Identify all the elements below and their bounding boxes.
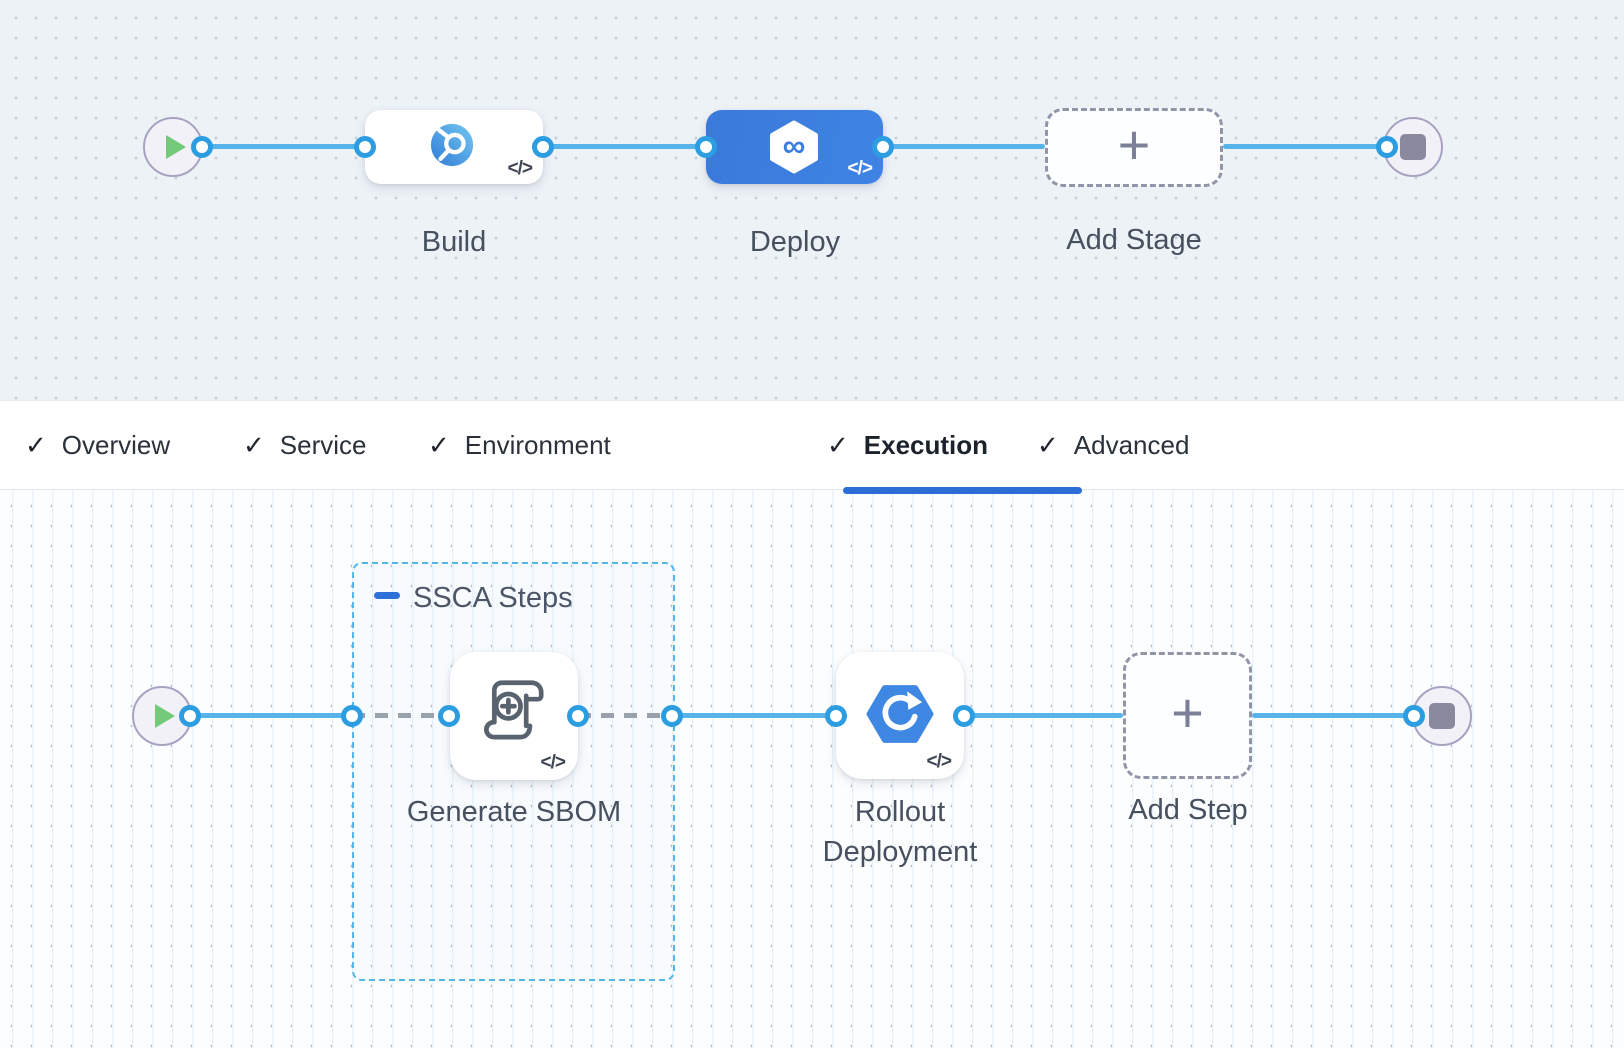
link-port[interactable]: [1403, 705, 1425, 727]
link-port[interactable]: [438, 705, 460, 727]
link-port[interactable]: [825, 705, 847, 727]
play-icon: [166, 135, 186, 159]
tab-label: Environment: [464, 429, 611, 460]
link-port[interactable]: [532, 136, 554, 158]
ci-build-icon: [429, 122, 475, 173]
stage-node-build[interactable]: </>: [365, 110, 543, 184]
tab-advanced[interactable]: ✓ Advanced: [1037, 401, 1189, 489]
link-port[interactable]: [191, 136, 213, 158]
code-icon[interactable]: </>: [507, 158, 534, 179]
step-label-add-step: Add Step: [1128, 794, 1248, 826]
link-rollout-addstep: [964, 713, 1123, 718]
code-icon[interactable]: </>: [540, 752, 567, 773]
stage-config-tabbar: ✓ Overview ✓ Service ✓ Environment ✓ Exe…: [0, 400, 1624, 494]
tab-label: Overview: [61, 429, 171, 460]
sbom-scroll-icon: [469, 664, 559, 759]
link-port[interactable]: [695, 136, 717, 158]
step-label-rollout-deployment: Rollout Deployment: [822, 796, 978, 868]
link-port[interactable]: [872, 136, 894, 158]
tab-label: Service: [279, 429, 367, 460]
step-group-label: SSCA Steps: [413, 582, 573, 614]
stage-label-add-stage: Add Stage: [1066, 224, 1202, 256]
pipeline-end-node[interactable]: [1383, 117, 1443, 177]
link-build-deploy: [543, 144, 706, 149]
link-port[interactable]: [953, 705, 975, 727]
add-step-button[interactable]: +: [1123, 652, 1252, 779]
code-icon[interactable]: </>: [926, 751, 953, 772]
link-port[interactable]: [1376, 136, 1398, 158]
stage-node-deploy[interactable]: ∞ </>: [706, 110, 883, 184]
tab-environment[interactable]: ✓ Environment: [428, 401, 611, 489]
check-icon: ✓: [25, 429, 47, 460]
tab-label: Advanced: [1073, 429, 1190, 460]
plus-icon: +: [1117, 112, 1151, 176]
link-start-group: [190, 713, 352, 718]
link-sbom-groupedge: [578, 713, 672, 718]
link-port[interactable]: [341, 705, 363, 727]
stage-label-build: Build: [421, 226, 487, 258]
step-node-rollout-deployment[interactable]: </>: [836, 652, 964, 779]
rollout-hexagon-icon: [866, 680, 934, 753]
link-deploy-addstage: [883, 144, 1045, 149]
tab-execution[interactable]: ✓ Execution: [827, 401, 988, 489]
cd-deploy-icon: ∞: [766, 119, 822, 180]
link-addstep-end: [1252, 713, 1414, 718]
link-port[interactable]: [354, 136, 376, 158]
plus-icon: +: [1171, 680, 1204, 744]
link-port[interactable]: [567, 705, 589, 727]
stop-icon: [1429, 703, 1455, 729]
step-node-generate-sbom[interactable]: </>: [450, 652, 578, 780]
tab-label: Execution: [863, 429, 989, 460]
check-icon: ✓: [243, 429, 265, 460]
stage-label-deploy: Deploy: [749, 226, 841, 258]
collapse-group-icon[interactable]: [374, 592, 400, 599]
check-icon: ✓: [827, 429, 849, 460]
link-group-rollout: [672, 713, 836, 718]
check-icon: ✓: [1037, 429, 1059, 460]
add-stage-button[interactable]: +: [1045, 108, 1223, 187]
check-icon: ✓: [428, 429, 450, 460]
tab-service[interactable]: ✓ Service: [243, 401, 367, 489]
svg-text:∞: ∞: [783, 128, 806, 164]
tab-overview[interactable]: ✓ Overview: [25, 401, 170, 489]
stop-icon: [1400, 134, 1426, 160]
link-addstage-end: [1223, 144, 1387, 149]
link-start-build: [202, 144, 365, 149]
active-tab-indicator: [843, 487, 1082, 494]
link-group-sbom: [352, 713, 449, 718]
play-icon: [155, 704, 175, 728]
code-icon[interactable]: </>: [847, 158, 874, 179]
stage-graph-canvas[interactable]: </> ∞ </> + Build Deploy: [0, 0, 1624, 400]
step-label-generate-sbom: Generate SBOM: [406, 796, 622, 828]
link-port[interactable]: [179, 705, 201, 727]
link-port[interactable]: [661, 705, 683, 727]
execution-graph-canvas[interactable]: SSCA Steps: [0, 490, 1624, 1048]
